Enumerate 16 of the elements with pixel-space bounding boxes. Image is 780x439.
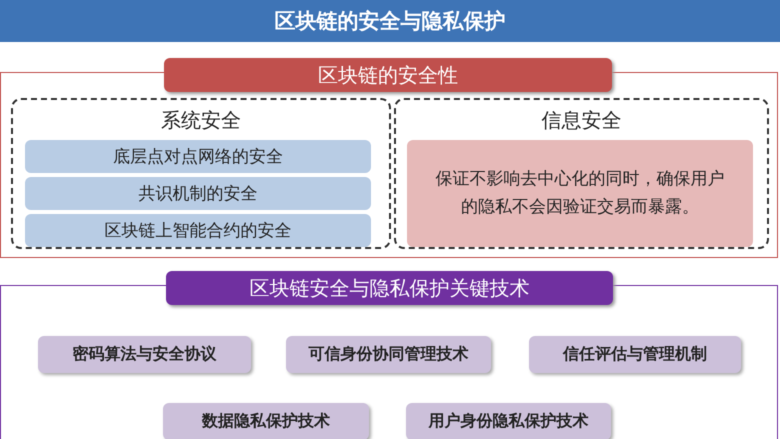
- technique-box: 数据隐私保护技术: [163, 403, 369, 439]
- technique-box: 密码算法与安全协议: [38, 336, 251, 373]
- section-heading: 区块链安全与隐私保护关键技术: [166, 271, 613, 305]
- description-box: 保证不影响去中心化的同时，确保用户的隐私不会因验证交易而暴露。: [407, 140, 753, 247]
- item-box: 区块链上智能合约的安全: [25, 214, 371, 247]
- technique-box: 用户身份隐私保护技术: [406, 403, 611, 439]
- group-heading: 系统安全: [160, 106, 242, 134]
- group-frame: [11, 98, 391, 249]
- technique-box: 信任评估与管理机制: [529, 336, 741, 373]
- title-banner: 区块链的安全与隐私保护: [0, 0, 780, 42]
- section-heading: 区块链的安全性: [164, 58, 612, 92]
- group-heading: 信息安全: [540, 106, 622, 134]
- group-frame: [394, 98, 769, 249]
- technique-box: 可信身份协同管理技术: [286, 336, 491, 373]
- item-box: 底层点对点网络的安全: [25, 140, 371, 173]
- item-box: 共识机制的安全: [25, 177, 371, 210]
